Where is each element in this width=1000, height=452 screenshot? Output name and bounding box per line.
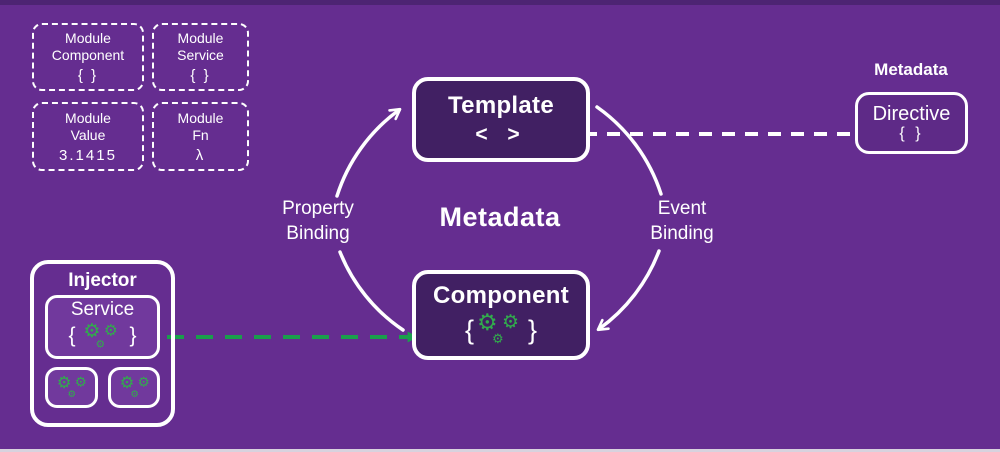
gear-icon: ⚙	[492, 331, 504, 346]
gear-cluster: ⚙ ⚙ ⚙	[474, 311, 528, 348]
directive-node: Directive { }	[855, 92, 968, 154]
event-binding-label: Event Binding	[617, 196, 747, 246]
service-gears-row: { ⚙ ⚙ ⚙ }	[68, 318, 136, 355]
injector-title: Injector	[68, 270, 137, 291]
gear-icon: ⚙	[130, 388, 139, 400]
brace-close-glyph: }	[129, 324, 137, 347]
injector-node: Injector Service { ⚙ ⚙ ⚙ } ⚙ ⚙ ⚙ ⚙	[30, 260, 175, 427]
module-type: Fn	[192, 126, 209, 143]
component-gears-row: { ⚙ ⚙ ⚙ }	[465, 311, 537, 348]
module-label: Module	[177, 109, 224, 126]
property-binding-label: Property Binding	[253, 196, 383, 246]
template-title: Template	[448, 92, 554, 119]
value-literal: 3.1415	[59, 146, 117, 164]
component-node: Component { ⚙ ⚙ ⚙ }	[412, 270, 590, 360]
brace-open-glyph: {	[464, 314, 474, 345]
gear-icon: ⚙	[95, 337, 105, 350]
gear-icon: ⚙	[137, 374, 150, 391]
template-node: Template < >	[412, 77, 590, 162]
module-service-box: Module Service { }	[152, 23, 249, 91]
module-component-box: Module Component { }	[32, 23, 144, 91]
gear-cluster: ⚙ ⚙ ⚙	[55, 374, 89, 401]
module-label: Module	[65, 109, 111, 126]
event-binding-arc-upper	[595, 105, 663, 196]
lambda-glyph: λ	[195, 146, 206, 164]
gear-cluster: ⚙ ⚙ ⚙	[80, 319, 124, 351]
gear-cluster: ⚙ ⚙ ⚙	[117, 374, 150, 401]
curly-braces-glyph: { }	[190, 67, 211, 84]
curly-braces-glyph: { }	[77, 67, 99, 84]
gear-icon: ⚙	[74, 374, 88, 391]
module-fn-box: Module Fn λ	[152, 102, 249, 171]
brace-open-glyph: {	[68, 324, 76, 347]
center-metadata-label: Metadata	[439, 202, 561, 232]
module-type: Component	[51, 47, 125, 63]
provider-gearbox: ⚙ ⚙ ⚙	[45, 367, 98, 408]
bottom-border-strip	[0, 449, 1000, 452]
curly-braces-glyph: { }	[899, 125, 924, 142]
service-node: Service { ⚙ ⚙ ⚙ }	[45, 295, 160, 359]
module-label: Module	[177, 30, 224, 46]
provider-gearbox: ⚙ ⚙ ⚙	[108, 367, 160, 408]
property-binding-arc-lower	[338, 250, 405, 332]
service-title: Service	[70, 298, 135, 320]
brace-close-glyph: }	[528, 314, 538, 345]
gear-icon: ⚙	[103, 321, 118, 339]
gear-icon: ⚙	[56, 372, 72, 392]
metadata-heading: Metadata	[874, 60, 948, 79]
module-type: Value	[70, 126, 106, 143]
component-title: Component	[432, 282, 569, 309]
event-binding-line1: Event	[657, 198, 707, 219]
gear-icon: ⚙	[477, 309, 498, 335]
event-binding-arc-lower	[596, 249, 661, 332]
gear-icon: ⚙	[67, 388, 76, 400]
top-border-strip	[0, 0, 1000, 5]
property-binding-line2: Binding	[286, 223, 350, 244]
property-binding-arc-upper	[335, 107, 402, 198]
angle-brackets-glyph: < >	[475, 123, 527, 146]
module-label: Module	[65, 30, 111, 46]
gear-icon: ⚙	[82, 319, 100, 341]
gear-icon: ⚙	[502, 312, 520, 333]
property-binding-line1: Property	[282, 198, 354, 219]
event-binding-line2: Binding	[650, 223, 714, 244]
directive-title: Directive	[872, 103, 951, 125]
module-value-box: Module Value 3.1415	[32, 102, 144, 171]
module-type: Service	[177, 47, 224, 63]
gear-icon: ⚙	[119, 372, 135, 392]
